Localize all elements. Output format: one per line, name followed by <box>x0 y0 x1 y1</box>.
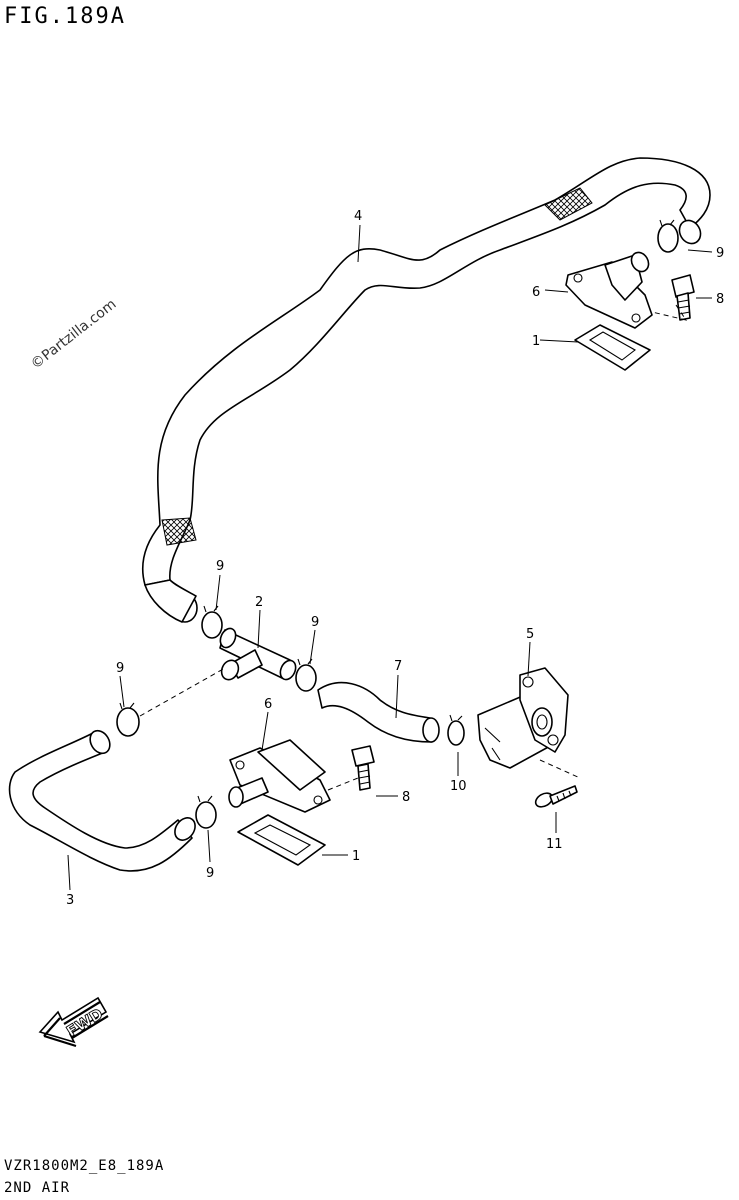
footer-code: VZR1800M2_E8_189A <box>4 1158 165 1174</box>
callouts: 4 9 6 8 1 9 2 9 9 5 7 6 8 10 11 1 9 3 <box>66 209 724 908</box>
callout-10: 10 <box>450 779 467 794</box>
clamp-9-joint-right <box>295 658 317 692</box>
callout-11: 11 <box>546 837 563 852</box>
hose-4-band-lower <box>161 517 197 546</box>
bolt-8-bottom <box>351 745 375 791</box>
callout-3: 3 <box>66 893 74 908</box>
clamp-9-joint-left <box>201 605 223 639</box>
callout-4: 4 <box>354 209 362 224</box>
callout-8: 8 <box>402 790 410 805</box>
gasket-1-top <box>574 324 651 371</box>
fwd-arrow: FWD <box>38 996 109 1048</box>
callout-9: 9 <box>116 661 124 676</box>
callout-8: 8 <box>716 292 724 307</box>
hose-7 <box>317 681 440 743</box>
callout-1: 1 <box>352 849 360 864</box>
joint-2 <box>219 627 297 681</box>
hose-4-end-upper <box>678 219 702 245</box>
callout-7: 7 <box>394 659 402 674</box>
callout-9: 9 <box>206 866 214 881</box>
hose-3 <box>8 729 196 872</box>
footer-title: 2ND AIR <box>4 1180 71 1196</box>
clamp-9-bottom <box>195 795 217 829</box>
gasket-1-bottom <box>237 814 326 866</box>
figure-title: FIG.189A <box>4 4 126 29</box>
callout-5: 5 <box>526 627 534 642</box>
hose-4-outline <box>141 157 711 586</box>
reed-valve-cover-6-bottom <box>228 739 331 813</box>
pair-valve-5 <box>477 667 569 769</box>
callout-9: 9 <box>216 559 224 574</box>
leader-lines <box>67 224 713 891</box>
screw-11 <box>534 785 578 808</box>
clamp-9-left <box>116 702 140 737</box>
clamp-10 <box>447 714 465 746</box>
callout-2: 2 <box>255 595 263 610</box>
callout-9: 9 <box>716 246 724 261</box>
callout-1: 1 <box>532 334 540 349</box>
callout-6: 6 <box>264 697 272 712</box>
hose-4-band-upper <box>544 187 593 221</box>
hose-4 <box>141 157 711 623</box>
hose-4-end-lower-body <box>144 579 197 623</box>
bolt-8-top <box>671 274 695 321</box>
callout-6: 6 <box>532 285 540 300</box>
reed-valve-cover-6-top <box>565 251 653 329</box>
clamp-9-top <box>657 219 679 253</box>
callout-9: 9 <box>311 615 319 630</box>
